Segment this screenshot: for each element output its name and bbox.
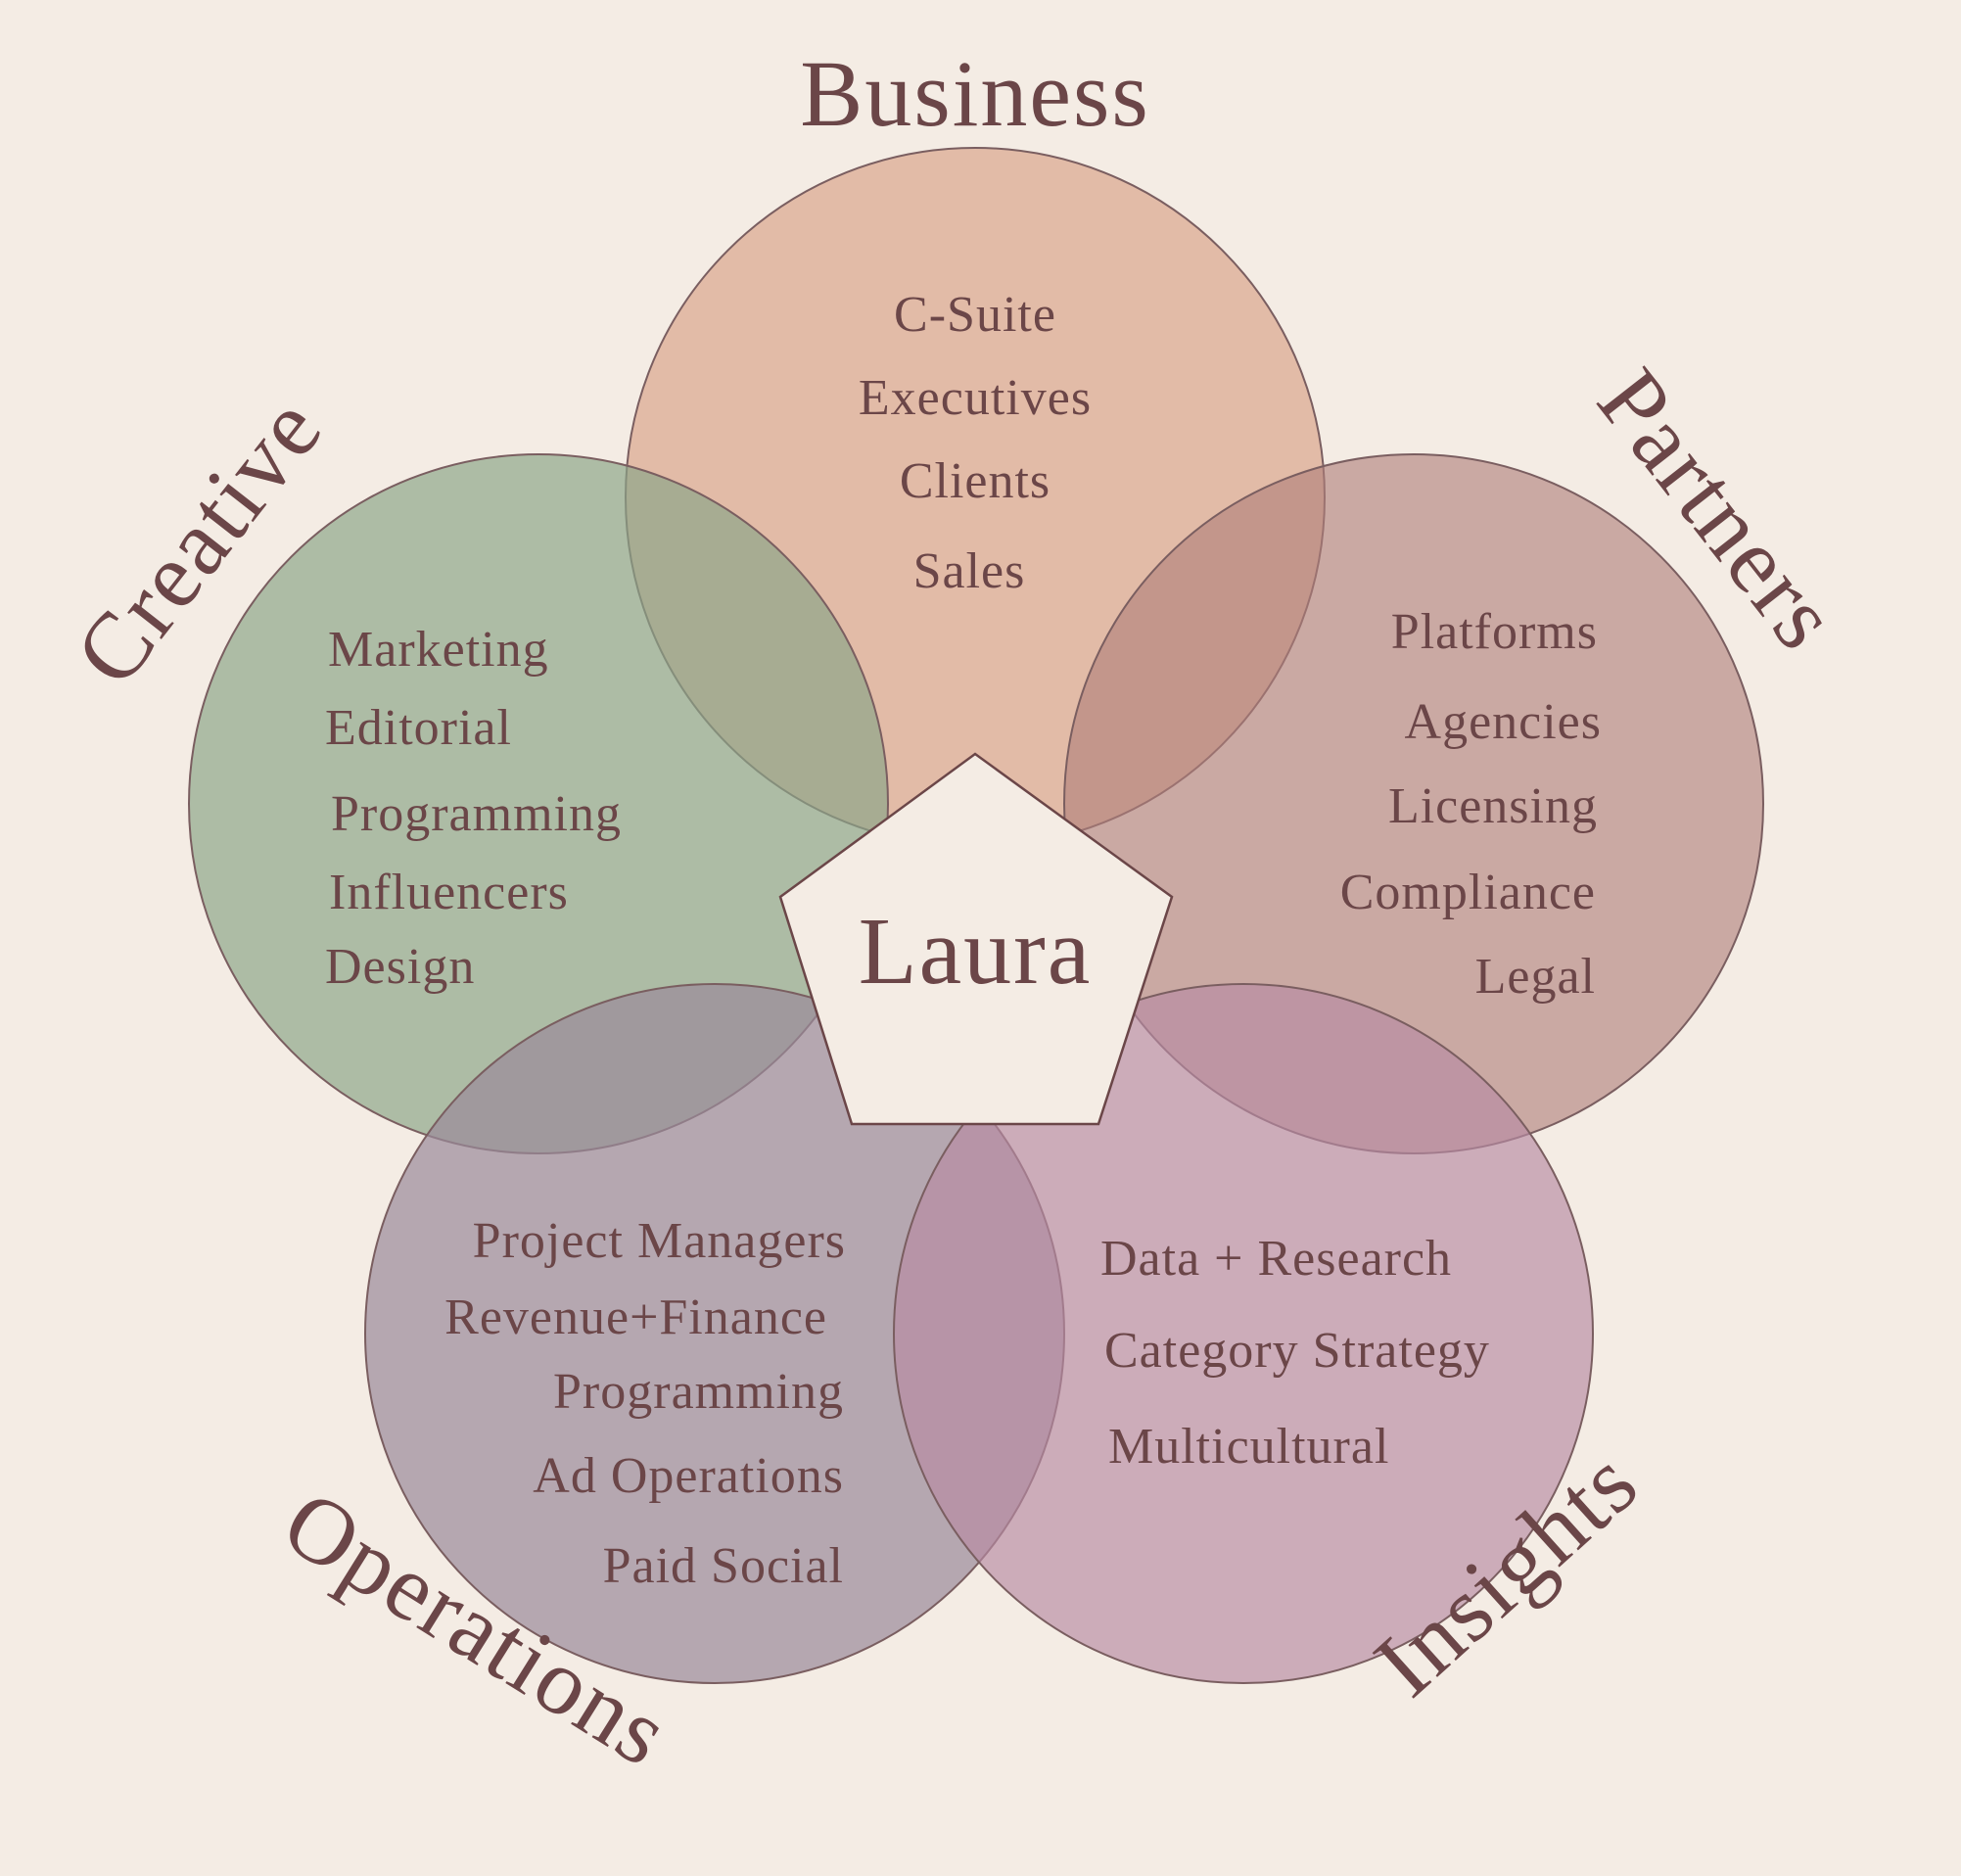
creative-item: Marketing [328, 622, 549, 678]
partners-item: Legal [1475, 949, 1596, 1005]
business-item: C-Suite [894, 287, 1056, 343]
creative-items: Marketing Editorial Programming Influenc… [325, 622, 622, 995]
circles [188, 147, 1764, 1684]
creative-item: Programming [331, 786, 622, 842]
business-items: C-Suite Executives Clients Sales [859, 287, 1092, 599]
center-pentagon [778, 752, 1174, 1126]
business-item: Sales [913, 543, 1026, 599]
insights-circle [893, 983, 1594, 1684]
partners-item: Agencies [1405, 694, 1602, 750]
center-label: Laura [859, 899, 1093, 1005]
partners-item: Licensing [1388, 778, 1598, 834]
operations-item: Revenue+Finance [444, 1290, 827, 1345]
insights-items: Data + Research Category Strategy Multic… [1100, 1231, 1490, 1475]
insights-item: Multicultural [1108, 1419, 1389, 1475]
creative-item: Editorial [325, 700, 512, 756]
creative-item: Influencers [329, 865, 569, 920]
operations-item: Paid Social [603, 1538, 844, 1594]
partners-item: Compliance [1340, 865, 1596, 920]
insights-item: Category Strategy [1104, 1323, 1490, 1379]
insights-item: Data + Research [1100, 1231, 1452, 1287]
partners-item: Platforms [1391, 604, 1598, 660]
business-item: Executives [859, 370, 1092, 426]
partners-items: Platforms Agencies Licensing Compliance … [1340, 604, 1602, 1005]
operations-items: Project Managers Revenue+Finance Program… [444, 1213, 846, 1594]
creative-item: Design [325, 939, 475, 995]
business-item: Clients [900, 453, 1051, 509]
operations-item: Project Managers [473, 1213, 846, 1269]
operations-item: Programming [553, 1364, 844, 1420]
business-title: Business [800, 41, 1149, 146]
operations-item: Ad Operations [533, 1448, 844, 1504]
